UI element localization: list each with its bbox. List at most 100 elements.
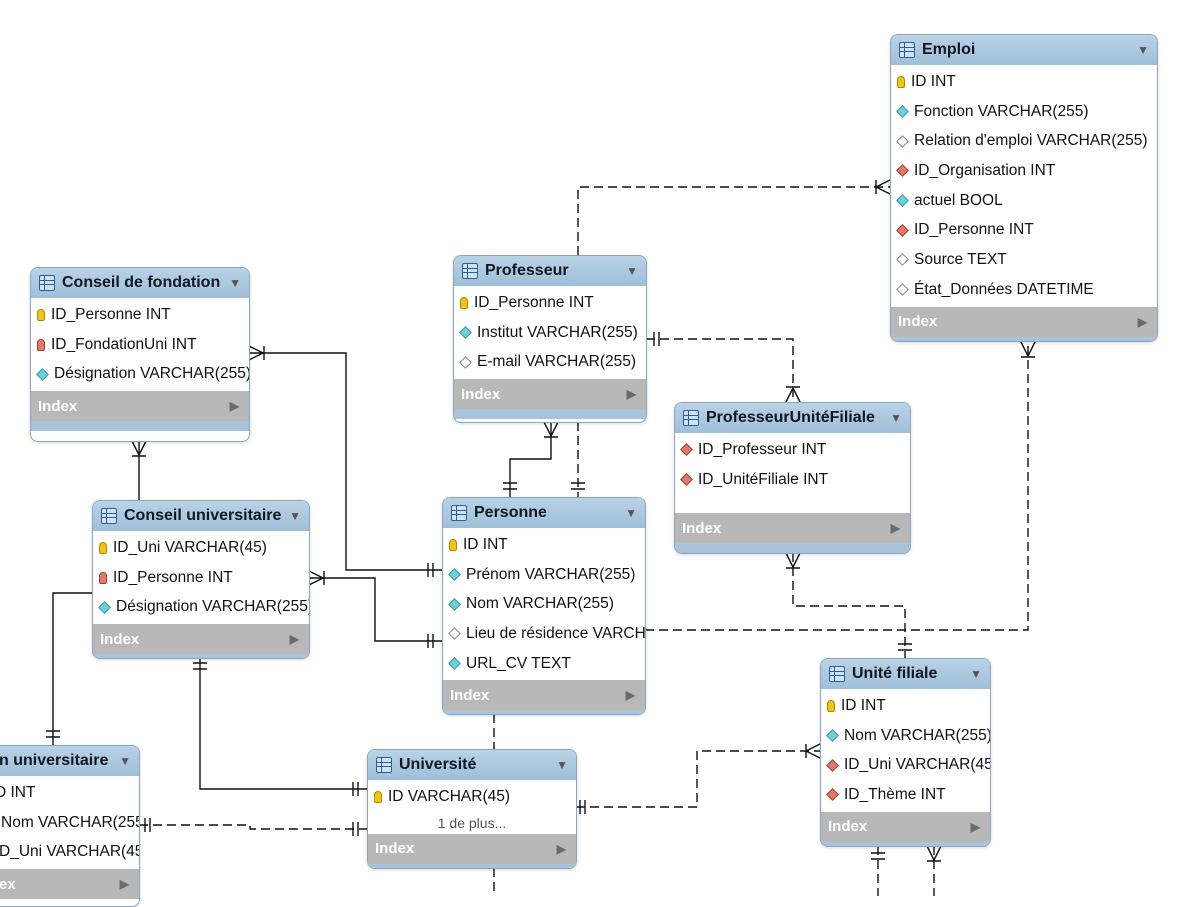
column-row[interactable]: ID VARCHAR(45) [368,782,576,812]
table-header[interactable]: Personne ▼ [443,498,645,528]
column-row[interactable]: Nom VARCHAR(255) [0,808,139,838]
expand-arrow-icon[interactable]: ▶ [289,632,299,647]
column-not-null-icon [448,657,461,670]
column-row[interactable]: Désignation VARCHAR(255) [31,359,249,389]
table-header[interactable]: Emploi ▼ [891,35,1157,65]
column-label: ID_Uni VARCHAR(45) [844,756,990,774]
column-row[interactable]: ID_Thème INT [821,780,990,810]
column-row[interactable]: Nom VARCHAR(255) [443,589,645,619]
column-row[interactable]: Lieu de résidence VARCH [443,619,645,649]
column-row[interactable]: D_Uni VARCHAR(45) [0,837,139,867]
column-row[interactable]: Relation d'emploi VARCHAR(255) [891,126,1157,156]
expand-arrow-icon[interactable]: ▶ [970,819,980,834]
table-title: Professeur [485,262,569,279]
collapse-arrow-icon[interactable]: ▼ [556,758,568,772]
table-fondation-universitaire[interactable]: n universitaire ▼ D INT Nom VARCHAR(255)… [0,745,140,907]
column-row[interactable]: E-mail VARCHAR(255) [454,347,646,377]
column-row[interactable]: Prénom VARCHAR(255) [443,560,645,590]
column-nullable-icon [459,355,472,369]
more-columns-link[interactable]: 1 de plus... [437,814,507,831]
rel-conseiluni-personne [309,577,442,642]
index-section[interactable]: Index▶ [891,306,1157,337]
column-row[interactable]: Institut VARCHAR(255) [454,318,646,348]
column-row[interactable]: Désignation VARCHAR(255) [93,592,309,622]
table-unite-filiale[interactable]: Unité filiale ▼ ID INT Nom VARCHAR(255) … [820,658,991,847]
table-header[interactable]: Conseil universitaire ▼ [93,501,309,531]
index-section[interactable]: Index▶ [454,379,646,410]
column-row[interactable]: ID_Professeur INT [675,435,910,465]
column-label: URL_CV TEXT [466,654,571,672]
column-row[interactable]: ID_Organisation INT [891,156,1157,186]
collapse-arrow-icon[interactable]: ▼ [970,667,982,681]
column-row[interactable]: ID INT [891,67,1157,97]
column-label: Source TEXT [914,250,1007,268]
table-professeur-unite-filiale[interactable]: ProfesseurUnitéFiliale ▼ ID_Professeur I… [674,402,911,554]
collapse-arrow-icon[interactable]: ▼ [890,411,902,425]
index-label: Index [100,630,140,648]
column-row[interactable]: ID_Personne INT [93,563,309,593]
table-header[interactable]: n universitaire ▼ [0,746,139,776]
column-row[interactable]: URL_CV TEXT [443,649,645,679]
table-personne[interactable]: Personne ▼ ID INT Prénom VARCHAR(255) No… [442,497,646,715]
index-section[interactable]: Index▶ [443,680,645,711]
rel-conseil-fondation-personne-crow [248,345,434,577]
table-header[interactable]: Université ▼ [368,750,576,780]
index-section[interactable]: Index▶ [675,513,910,543]
index-section[interactable]: ex▶ [0,869,139,900]
expand-arrow-icon[interactable]: ▶ [1137,314,1147,329]
table-header[interactable]: Unité filiale ▼ [821,659,990,689]
column-row[interactable]: État_Données DATETIME [891,275,1157,305]
expand-arrow-icon[interactable]: ▶ [229,399,239,414]
column-row[interactable]: ID INT [443,530,645,560]
column-not-null-icon [896,194,909,207]
index-section[interactable]: Index▶ [368,833,576,864]
column-row[interactable]: ID INT [821,691,990,721]
column-row[interactable]: D INT [0,778,139,808]
column-row[interactable]: Fonction VARCHAR(255) [891,97,1157,127]
table-icon [39,275,55,291]
table-conseil-de-fondation[interactable]: Conseil de fondation ▼ ID_Personne INT I… [30,267,250,442]
expand-arrow-icon[interactable]: ▶ [890,521,900,535]
table-icon [462,263,478,279]
column-row[interactable]: ID_Personne INT [454,288,646,318]
foreign-key-icon [826,788,839,802]
column-list: ID_Personne INT Institut VARCHAR(255) E-… [454,286,646,379]
column-row[interactable]: ID_Uni VARCHAR(45) [93,533,309,563]
expand-arrow-icon[interactable]: ▶ [119,877,129,892]
collapse-arrow-icon[interactable]: ▼ [119,754,131,768]
table-header[interactable]: Conseil de fondation ▼ [31,268,249,298]
table-conseil-universitaire[interactable]: Conseil universitaire ▼ ID_Uni VARCHAR(4… [92,500,310,659]
column-row[interactable]: ID_Personne INT [891,215,1157,245]
column-row[interactable]: ID_FondationUni INT [31,330,249,360]
collapse-arrow-icon[interactable]: ▼ [289,509,301,523]
column-not-null-icon [448,568,461,581]
expand-arrow-icon[interactable]: ▶ [625,688,635,703]
collapse-arrow-icon[interactable]: ▼ [1137,43,1149,57]
column-row[interactable]: actuel BOOL [891,186,1157,216]
table-header[interactable]: ProfesseurUnitéFiliale ▼ [675,403,910,433]
collapse-arrow-icon[interactable]: ▼ [229,276,241,290]
rel-profunite-unitefiliale-crow [785,552,912,651]
index-section[interactable]: Index ▶ [93,624,309,655]
primary-key-icon [460,296,468,309]
primary-foreign-key-icon [99,571,107,584]
collapse-arrow-icon[interactable]: ▼ [625,506,637,520]
table-header[interactable]: Professeur ▼ [454,256,646,286]
column-label: Nom VARCHAR(255) [1,813,139,831]
expand-arrow-icon[interactable]: ▶ [556,841,566,856]
primary-foreign-key-icon [37,338,45,351]
index-section[interactable]: Index▶ [31,391,249,422]
column-nullable-icon [448,627,461,641]
foreign-key-icon [826,758,839,772]
column-row[interactable]: ID_UnitéFiliale INT [675,465,910,495]
column-row[interactable]: Nom VARCHAR(255) [821,721,990,751]
column-row[interactable]: ID_Personne INT [31,300,249,330]
column-row[interactable]: Source TEXT [891,245,1157,275]
index-section[interactable]: Index▶ [821,811,990,842]
expand-arrow-icon[interactable]: ▶ [626,387,636,402]
table-universite[interactable]: Université ▼ ID VARCHAR(45) 1 de plus...… [367,749,577,869]
collapse-arrow-icon[interactable]: ▼ [626,264,638,278]
column-row[interactable]: ID_Uni VARCHAR(45) [821,750,990,780]
table-emploi[interactable]: Emploi ▼ ID INT Fonction VARCHAR(255) Re… [890,34,1158,342]
table-professeur[interactable]: Professeur ▼ ID_Personne INT Institut VA… [453,255,647,423]
